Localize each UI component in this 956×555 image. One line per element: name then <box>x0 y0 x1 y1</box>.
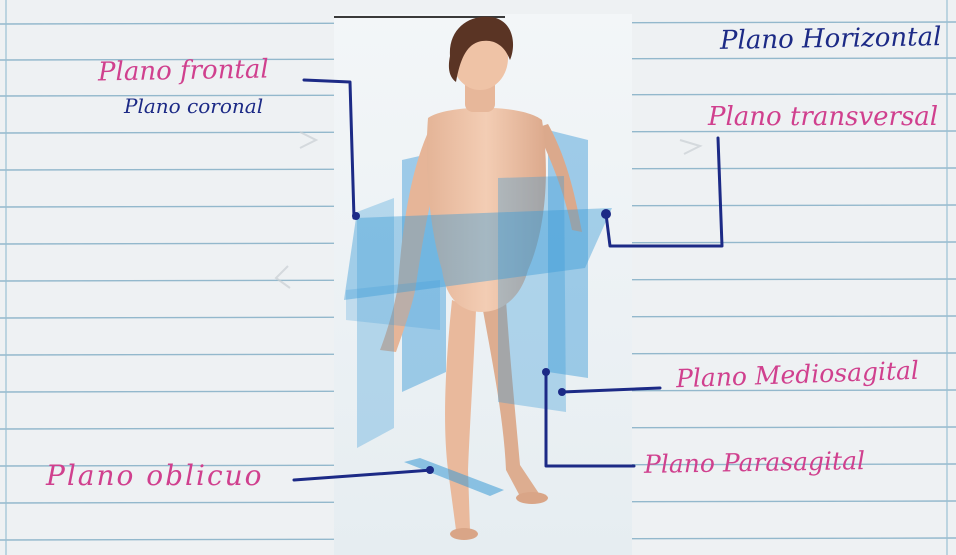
label-plano-transversal: Plano transversal <box>708 104 938 130</box>
label-plano-horizontal: Plano Horizontal <box>720 24 942 54</box>
label-plano-frontal: Plano frontal <box>98 57 269 86</box>
label-plano-oblicuo: Plano oblicuo <box>46 462 264 490</box>
label-plano-coronal: Plano coronal <box>124 96 263 116</box>
label-plano-parasagital: Plano Parasagital <box>644 448 865 477</box>
